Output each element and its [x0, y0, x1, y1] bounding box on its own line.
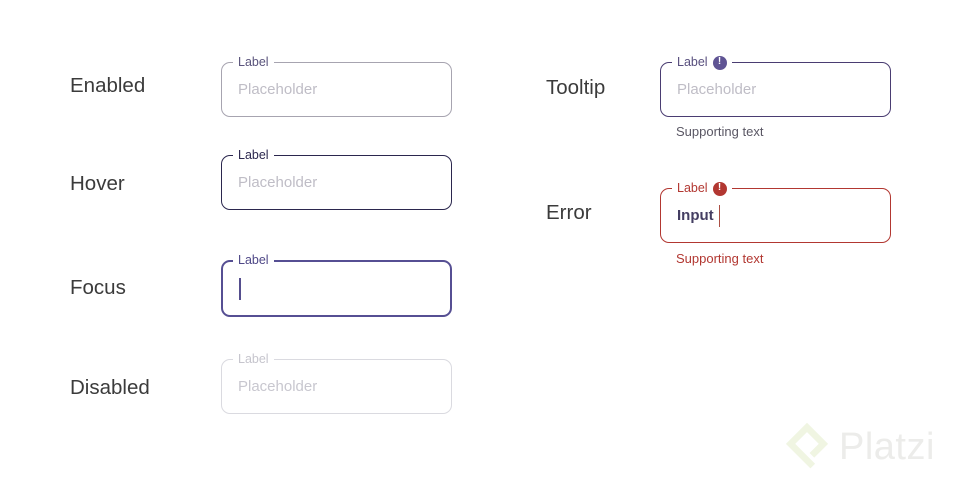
text-field-enabled[interactable]: Label Placeholder [221, 54, 452, 117]
platzi-wordmark: Platzi [839, 426, 935, 468]
text-field-disabled: Label Placeholder [221, 351, 452, 414]
field-label-text: Label [238, 253, 269, 267]
text-field-tooltip[interactable]: Label ! Placeholder [660, 54, 891, 117]
error-badge-icon: ! [712, 181, 727, 196]
field-value: Input [677, 207, 714, 224]
field-label-text: Label [238, 55, 269, 69]
text-cursor [718, 204, 721, 227]
state-caption-focus: Focus [70, 276, 126, 299]
field-label-text: Label [238, 148, 269, 162]
text-cursor [239, 277, 241, 300]
field-label: Label ! [672, 54, 732, 71]
platzi-logo-icon [785, 422, 829, 469]
field-placeholder: Placeholder [677, 81, 757, 98]
text-field-focus[interactable]: Label [221, 252, 452, 317]
field-label-text: Label [677, 181, 708, 195]
text-field-hover[interactable]: Label Placeholder [221, 147, 452, 210]
text-field-error[interactable]: Label ! Input [660, 180, 891, 243]
state-caption-disabled: Disabled [70, 376, 150, 399]
state-caption-error: Error [546, 201, 592, 224]
field-label: Label [233, 252, 274, 269]
field-label: Label [233, 147, 274, 164]
field-placeholder: Placeholder [238, 81, 318, 98]
info-badge-icon[interactable]: ! [712, 55, 727, 70]
field-label: Label [233, 351, 274, 368]
field-label: Label [233, 54, 274, 71]
field-label-text: Label [677, 55, 708, 69]
field-placeholder: Placeholder [238, 174, 318, 191]
field-label: Label ! [672, 180, 732, 197]
field-label-text: Label [238, 352, 269, 366]
supporting-text: Supporting text [676, 251, 764, 266]
field-placeholder: Placeholder [238, 378, 318, 395]
state-caption-enabled: Enabled [70, 74, 146, 97]
platzi-watermark: Platzi [784, 420, 935, 471]
state-caption-hover: Hover [70, 172, 125, 195]
supporting-text: Supporting text [676, 124, 764, 139]
state-caption-tooltip: Tooltip [546, 76, 606, 99]
